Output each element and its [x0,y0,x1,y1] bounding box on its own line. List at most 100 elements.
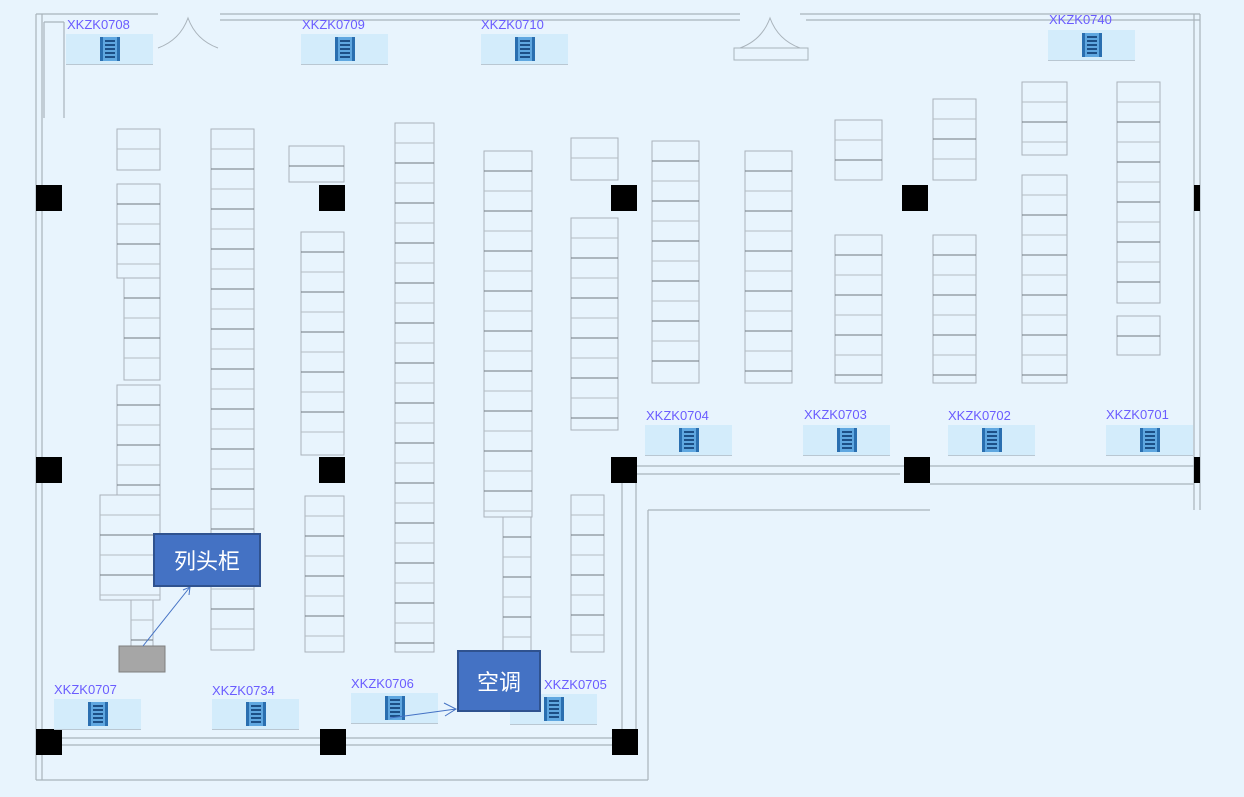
unit-label: XKZK0734 [212,683,275,698]
server-rack-row [744,150,793,384]
icon-stripe [987,443,997,445]
server-rack-row [1021,174,1068,384]
icon-stripe [340,52,350,54]
icon-stripe [93,717,103,719]
ac-unit-0709[interactable] [301,34,388,65]
ac-unit-0704[interactable] [645,425,732,456]
icon-stripe [105,44,115,46]
icon-stripe [520,48,530,50]
icon-stripe [842,431,852,433]
pillar [36,729,62,755]
unit-label: XKZK0704 [646,408,709,423]
pillar [902,185,928,211]
icon-stripe [1145,435,1155,437]
server-rack-row [834,119,883,181]
ac-unit-0702[interactable] [948,425,1035,456]
icon-stripe [93,713,103,715]
icon-stripe [340,56,350,58]
icon-stripe [340,44,350,46]
icon-stripe [1145,447,1155,449]
icon-stripe [987,431,997,433]
icon-stripe [520,44,530,46]
callout-air-conditioner: 空调 [457,650,541,712]
server-rack-row [130,599,154,651]
icon-stripe [520,56,530,58]
icon-stripe [684,439,694,441]
server-rack-row [304,495,345,653]
unit-label: XKZK0709 [302,17,365,32]
pillar [611,185,637,211]
icon-stripe [390,707,400,709]
ac-unit-0740[interactable] [1048,30,1135,61]
pillar [36,457,62,483]
server-rack-row [300,231,345,456]
icon-stripe [93,705,103,707]
ac-cabinet-icon [385,696,405,720]
ac-cabinet-icon [1140,428,1160,452]
icon-stripe [1087,40,1097,42]
ac-cabinet-icon [515,37,535,61]
unit-label: XKZK0702 [948,408,1011,423]
icon-stripe [390,711,400,713]
icon-stripe [251,705,261,707]
server-rack-row [288,145,345,183]
server-rack-row [123,277,161,381]
icon-stripe [549,704,559,706]
icon-stripe [684,443,694,445]
ac-unit-0707[interactable] [54,699,141,730]
icon-stripe [251,717,261,719]
icon-stripe [390,715,400,717]
ac-unit-0710[interactable] [481,34,568,65]
icon-stripe [549,700,559,702]
icon-stripe [684,447,694,449]
icon-stripe [549,708,559,710]
icon-stripe [684,435,694,437]
icon-stripe [93,721,103,723]
ac-unit-0734[interactable] [212,699,299,730]
server-rack-row [570,137,619,181]
ac-unit-0701[interactable] [1106,425,1193,456]
unit-label: XKZK0706 [351,676,414,691]
pillar [1194,185,1200,211]
icon-stripe [842,435,852,437]
server-rack-row [1116,81,1161,304]
icon-stripe [1087,48,1097,50]
ac-unit-0703[interactable] [803,425,890,456]
door [157,16,219,49]
icon-stripe [987,439,997,441]
icon-stripe [549,712,559,714]
ac-cabinet-icon [679,428,699,452]
icon-stripe [105,52,115,54]
ac-unit-0708[interactable] [66,34,153,65]
server-rack-row [99,494,161,601]
server-rack-row [570,217,619,431]
server-rack-row [834,234,883,384]
ac-unit-0706[interactable] [351,693,438,724]
server-rack-row [570,494,605,653]
icon-stripe [340,40,350,42]
icon-stripe [251,709,261,711]
ac-cabinet-icon [246,702,266,726]
icon-stripe [105,56,115,58]
icon-stripe [549,716,559,718]
pillar [319,457,345,483]
server-rack-row [651,140,700,384]
door [739,16,801,49]
icon-stripe [1087,52,1097,54]
icon-stripe [105,48,115,50]
unit-label: XKZK0708 [67,17,130,32]
ac-cabinet-icon [335,37,355,61]
pillar [320,729,346,755]
pillar [1194,457,1200,483]
server-rack-row [116,384,161,496]
icon-stripe [842,443,852,445]
icon-stripe [1145,439,1155,441]
ac-cabinet-icon [1082,33,1102,57]
icon-stripe [251,721,261,723]
ac-cabinet-icon [100,37,120,61]
icon-stripe [987,447,997,449]
ac-cabinet-icon [837,428,857,452]
icon-stripe [1145,431,1155,433]
